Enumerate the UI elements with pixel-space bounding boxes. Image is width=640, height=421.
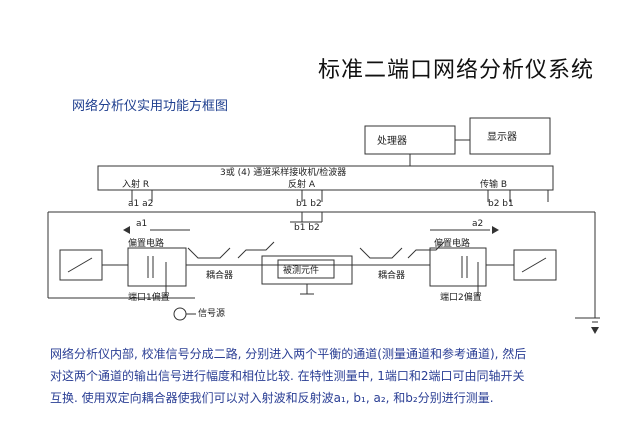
processor-label: 处理器	[377, 135, 407, 147]
port1-bias-label: 端口1偏置	[128, 291, 170, 303]
receiver-label: 3或 (4) 通道采样接收机/检波器	[220, 166, 346, 178]
diagram-subtitle: 网络分析仪实用功能方框图	[72, 99, 229, 114]
receiver-box	[97, 165, 554, 191]
bias-right-box	[429, 247, 487, 287]
source-icon	[173, 307, 187, 321]
description-line: 互换. 使用双定向耦合器使我们可以对入射波和反射波a₁, b₁, a₂, 和b₂…	[50, 391, 494, 405]
coupler-left-label: 耦合器	[206, 269, 233, 281]
reflect-port-label: 反射 A	[288, 178, 316, 190]
signal-a1: a1	[136, 219, 147, 229]
page-title: 标准二端口网络分析仪系统	[318, 58, 595, 83]
description-line: 对这两个通道的输出信号进行幅度和相位比较. 在特性测量中, 1端口和2端口可由同…	[50, 369, 525, 383]
signal-b1b2-top: b1 b2	[296, 199, 322, 209]
switch-left	[59, 249, 103, 281]
source-label: 信号源	[198, 307, 225, 319]
bias-right-label: 偏置电路	[434, 237, 470, 249]
description-line: 网络分析仪内部, 校准信号分成二路, 分别进入两个平衡的通道(测量通道和参考通道…	[50, 347, 527, 361]
display-box	[469, 117, 551, 155]
signal-a1a2-top: a1 a2	[128, 199, 153, 209]
description-text: 网络分析仪内部, 校准信号分成二路, 分别进入两个平衡的通道(测量通道和参考通道…	[50, 343, 620, 409]
port2-bias-label: 端口2偏置	[440, 291, 482, 303]
display-label: 显示器	[487, 131, 517, 143]
switch-right	[513, 249, 557, 281]
bias-left-box	[127, 247, 187, 287]
signal-b2b1-top: b2 b1	[488, 199, 514, 209]
coupler-right-label: 耦合器	[378, 269, 405, 281]
transmit-port-label: 传输 B	[480, 178, 507, 190]
signal-b1b2-mid: b1 b2	[294, 223, 320, 233]
signal-a2: a2	[472, 219, 483, 229]
incident-port-label: 入射 R	[122, 178, 149, 190]
dut-label: 被测元件	[283, 264, 319, 276]
bias-left-label: 偏置电路	[128, 237, 164, 249]
